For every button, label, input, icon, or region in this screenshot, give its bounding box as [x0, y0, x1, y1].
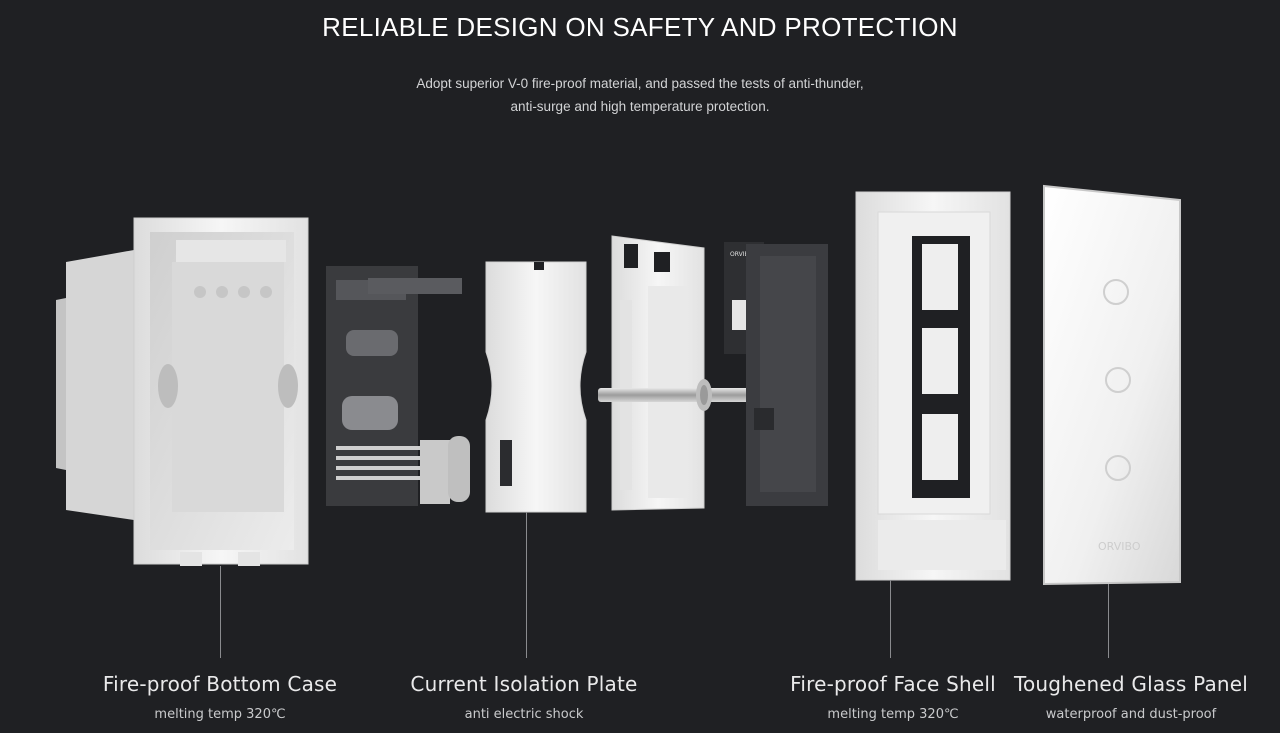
- subtitle-line-2: anti-surge and high temperature protecti…: [510, 99, 770, 114]
- control-pcb-part: ORVIBO: [724, 242, 828, 506]
- page-subtitle: Adopt superior V-0 fire-proof material, …: [340, 72, 940, 118]
- page-title: RELIABLE DESIGN ON SAFETY AND PROTECTION: [322, 12, 958, 42]
- touch-key-3: [1105, 455, 1131, 481]
- power-pcb-part: [326, 266, 470, 506]
- label-isolation-plate-spec: anti electric shock: [464, 707, 584, 722]
- face-shell-part: [855, 191, 1011, 581]
- touch-key-2: [1105, 367, 1131, 393]
- label-face-shell-spec: melting temp 320℃: [827, 707, 959, 722]
- isolation-plate-part: [485, 261, 587, 513]
- label-glass-panel-spec: waterproof and dust-proof: [1045, 707, 1217, 722]
- touch-key-1: [1103, 279, 1129, 305]
- leader-line-face-shell: [890, 580, 891, 658]
- glass-panel-part: ORVIBO: [1043, 184, 1181, 586]
- label-glass-panel-title: Toughened Glass Panel: [1013, 672, 1249, 696]
- inner-frame-part: [611, 235, 705, 511]
- leader-line-isolation-plate: [526, 512, 527, 658]
- label-face-shell-title: Fire-proof Face Shell: [790, 672, 996, 696]
- leader-line-bottom-case: [220, 566, 221, 658]
- module-brand-text: ORVIBO: [730, 251, 753, 258]
- screw-part: [598, 379, 750, 411]
- bottom-case-part: [56, 217, 309, 566]
- panel-brand-text: ORVIBO: [1098, 540, 1141, 553]
- label-bottom-case-title: Fire-proof Bottom Case: [102, 672, 338, 696]
- label-isolation-plate-title: Current Isolation Plate: [410, 672, 638, 696]
- label-bottom-case-spec: melting temp 320℃: [154, 707, 286, 722]
- leader-line-glass-panel: [1108, 584, 1109, 658]
- subtitle-line-1: Adopt superior V-0 fire-proof material, …: [416, 76, 864, 91]
